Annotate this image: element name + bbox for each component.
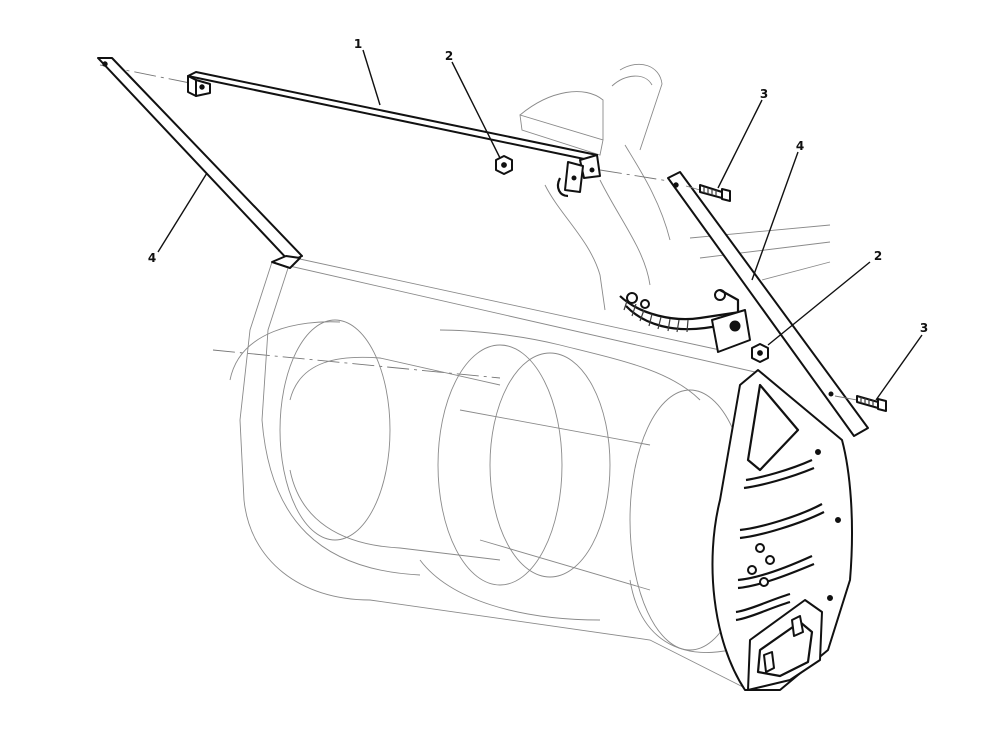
part-3-bolt-upper bbox=[685, 184, 731, 202]
callout-2-upper: 2 bbox=[445, 49, 453, 63]
part-1-brace bbox=[99, 64, 601, 198]
callout-2-lower: 2 bbox=[874, 249, 882, 263]
part-2-nut-upper bbox=[495, 155, 513, 175]
part-3-bolt-lower bbox=[834, 395, 887, 412]
leader-lines bbox=[157, 49, 923, 401]
leader-4-right bbox=[751, 151, 799, 281]
callout-4-right: 4 bbox=[796, 139, 804, 153]
chute-crank-mechanism bbox=[619, 289, 751, 353]
leader-4-left bbox=[157, 172, 208, 253]
leader-1 bbox=[362, 49, 381, 106]
leader-2-upper bbox=[451, 61, 501, 159]
leader-3-lower bbox=[875, 334, 923, 401]
part-2-nut-lower bbox=[751, 343, 769, 363]
callout-4-left: 4 bbox=[148, 251, 156, 265]
leader-3-upper bbox=[717, 99, 763, 189]
housing-ghost-outline bbox=[212, 63, 831, 689]
callout-3-lower: 3 bbox=[920, 321, 928, 335]
auger-centerline bbox=[212, 349, 501, 379]
callout-3-upper: 3 bbox=[760, 87, 768, 101]
part-4-left-strut bbox=[97, 57, 303, 269]
leader-2-lower bbox=[767, 261, 871, 346]
callouts: 1 2 3 4 4 2 3 bbox=[148, 37, 928, 335]
right-end-plate bbox=[711, 369, 853, 691]
callout-1: 1 bbox=[354, 37, 362, 51]
part-4-right-strut bbox=[599, 169, 869, 437]
